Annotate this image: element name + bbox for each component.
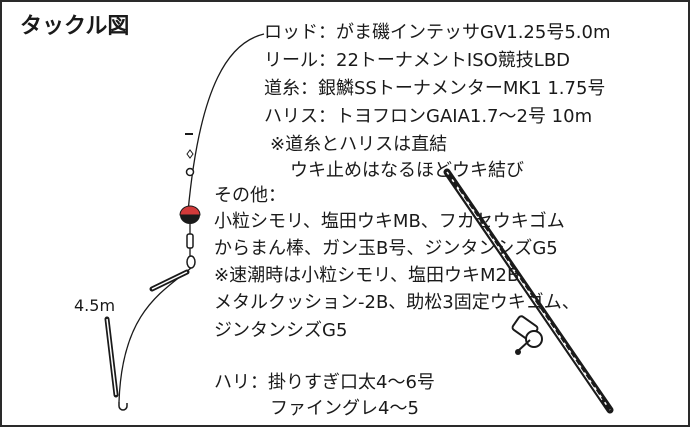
diagram-title: タックル図: [20, 14, 130, 39]
hook-spec-alt: ファイングレ4～5: [270, 398, 419, 419]
other-heading: その他：: [214, 185, 286, 206]
rod-spec: ロッド：がま磯インテッサGV1.25号5.0m: [264, 22, 611, 43]
other-item: からまん棒、ガン玉B号、ジンタンシズG5: [214, 238, 558, 259]
other-item: ジンタンシズG5: [214, 320, 348, 341]
float-icon: [179, 205, 201, 234]
length-label: 4.5m: [74, 296, 116, 315]
hook-icon: [118, 402, 128, 411]
rod-icon: [443, 168, 614, 414]
bead-icon: [186, 149, 194, 159]
sinker-icon: [186, 255, 196, 269]
other-item: メタルクッション-2B、助松3固定ウキゴム、: [214, 292, 580, 313]
harris-spec: ハリス：トヨフロンGAIA1.7～2号 10m: [264, 106, 593, 127]
main-line: [187, 33, 265, 213]
swivel-icon: [186, 233, 194, 257]
length-marker: [104, 269, 190, 398]
reel-spec: リール：22トーナメントISO競技LBD: [264, 50, 571, 71]
reel-icon: [511, 315, 543, 355]
note-direct: ※道糸とハリスは直結: [270, 134, 448, 155]
note-knot: ウキ止めはなるほどウキ結び: [290, 160, 524, 181]
other-item: 小粒シモリ、塩田ウキMB、フカセウキゴム: [214, 211, 565, 232]
other-item: ※速潮時は小粒シモリ、塩田ウキM2B、: [214, 265, 538, 286]
mainline-spec: 道糸：銀鱗SSトーナメンターMK1 1.75号: [264, 78, 606, 99]
swivel-top-icon: [185, 167, 195, 177]
hook-spec: ハリ：掛りすぎ口太4～6号: [214, 372, 435, 393]
